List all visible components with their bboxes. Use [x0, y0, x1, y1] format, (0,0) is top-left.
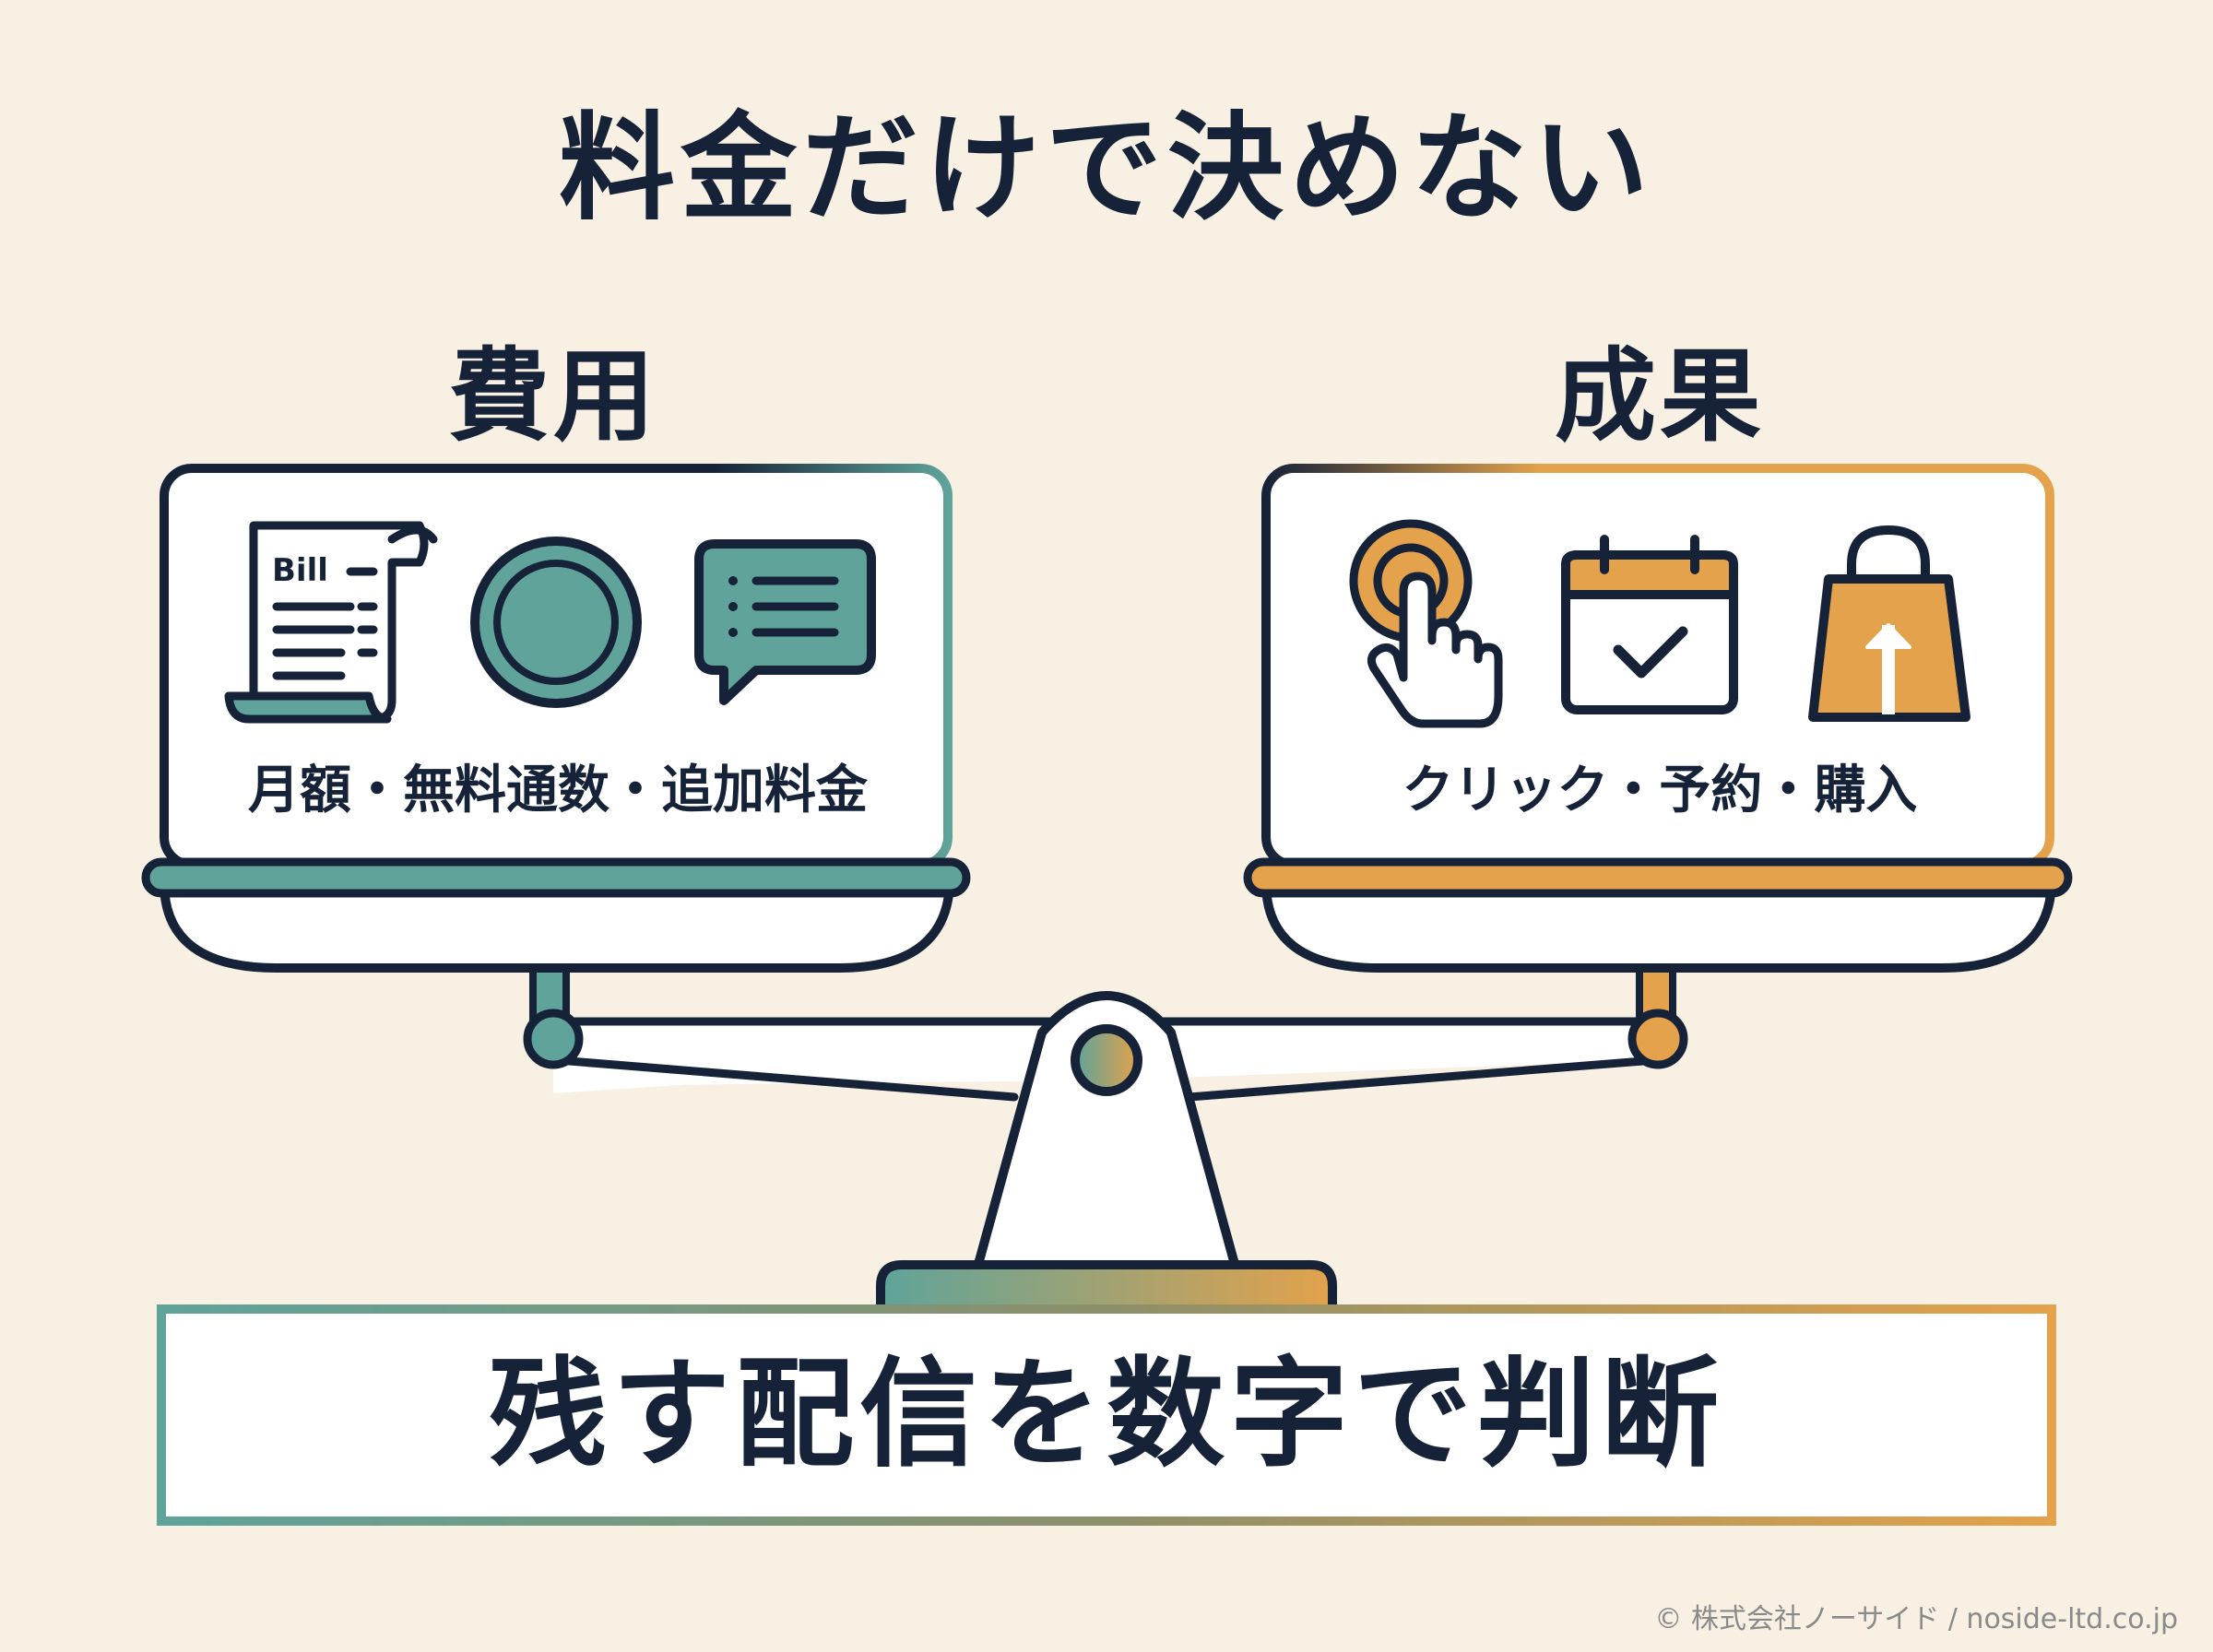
shopping-bag-icon: [1808, 525, 1970, 722]
coin-icon: [470, 537, 642, 708]
click-icon: [1349, 519, 1503, 728]
cost-heading: 費用: [448, 337, 658, 455]
pivot-joint: [1071, 1024, 1142, 1096]
bill-icon: Bill: [224, 521, 438, 724]
conclusion-text: 残す配信を数字で判断: [488, 1346, 1724, 1483]
page-title: 料金だけで決めない: [559, 100, 1654, 236]
scale-stand: [876, 991, 1337, 1309]
result-heading: 成果: [1555, 337, 1765, 455]
chat-bubble-icon: [694, 539, 876, 705]
conclusion-box: [157, 1304, 2056, 1526]
stand-base: [876, 1260, 1337, 1309]
cost-caption: 月額・無料通数・追加料金: [248, 761, 868, 820]
copyright-notice: © 株式会社ノーサイド / noside-ltd.co.jp: [1654, 1603, 2178, 1635]
result-caption: クリック・予約・購入: [1402, 761, 1918, 820]
calendar-icon: [1561, 535, 1738, 714]
bill-icon-label: Bill: [272, 552, 328, 589]
